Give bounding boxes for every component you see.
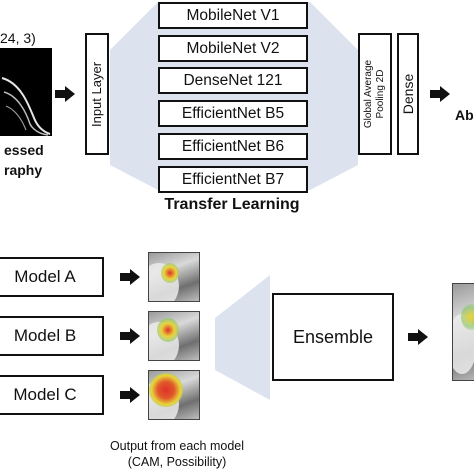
model-mobilenet-v1: MobileNet V1	[158, 2, 308, 29]
arrow-model-a	[120, 269, 140, 285]
input-layer-label: Input Layer	[89, 61, 105, 127]
gap-label-line1: Global Average	[363, 59, 375, 129]
model-a-box: Model A	[0, 257, 104, 297]
ensemble-box: Ensemble	[272, 293, 394, 381]
global-average-pooling-box: Global Average Pooling 2D	[358, 33, 392, 155]
model-efficientnet-b7: EfficientNet B7	[158, 166, 308, 193]
arrow-to-input-layer	[55, 86, 75, 102]
dense-label: Dense	[400, 73, 416, 115]
input-caption-line2: raphy	[4, 162, 43, 178]
heatmap-spot	[157, 318, 179, 342]
model-densenet-121: DenseNet 121	[158, 67, 308, 94]
final-output-thumbnail	[452, 283, 474, 381]
dense-box: Dense	[397, 33, 419, 155]
arrow-model-b	[120, 328, 140, 344]
input-xray-image	[0, 48, 52, 136]
model-b-box: Model B	[0, 316, 104, 356]
xray-curve	[1, 77, 51, 136]
model-efficientnet-b6: EfficientNet B6	[158, 133, 308, 160]
final-heatmap-spot	[461, 304, 474, 330]
heatmap-spot	[161, 263, 179, 283]
cam-thumbnail-a	[148, 252, 200, 302]
model-efficientnet-b5: EfficientNet B5	[158, 100, 308, 127]
cam-thumbnail-c	[148, 370, 200, 420]
cam-thumbnail-b	[148, 311, 200, 361]
output-caption: Output from each model (CAM, Possibility…	[82, 438, 272, 470]
input-size-label: 24, 3)	[0, 30, 36, 46]
transfer-learning-label: Transfer Learning	[164, 196, 300, 213]
gap-label-line2: Pooling 2D	[375, 69, 387, 119]
output-caption-line1: Output from each model	[109, 439, 245, 453]
arrow-to-output	[430, 86, 450, 102]
input-caption-line1: essed	[4, 142, 44, 158]
arrow-model-c	[120, 387, 140, 403]
output-caption-line2: (CAM, Possibility)	[127, 455, 227, 469]
input-layer-box: Input Layer	[85, 33, 109, 155]
heatmap-spot	[149, 373, 183, 407]
model-mobilenet-v2: MobileNet V2	[158, 35, 308, 62]
arrow-to-final-output	[408, 329, 428, 345]
output-label-fragment: Ab	[455, 107, 474, 123]
model-c-box: Model C	[0, 375, 104, 415]
